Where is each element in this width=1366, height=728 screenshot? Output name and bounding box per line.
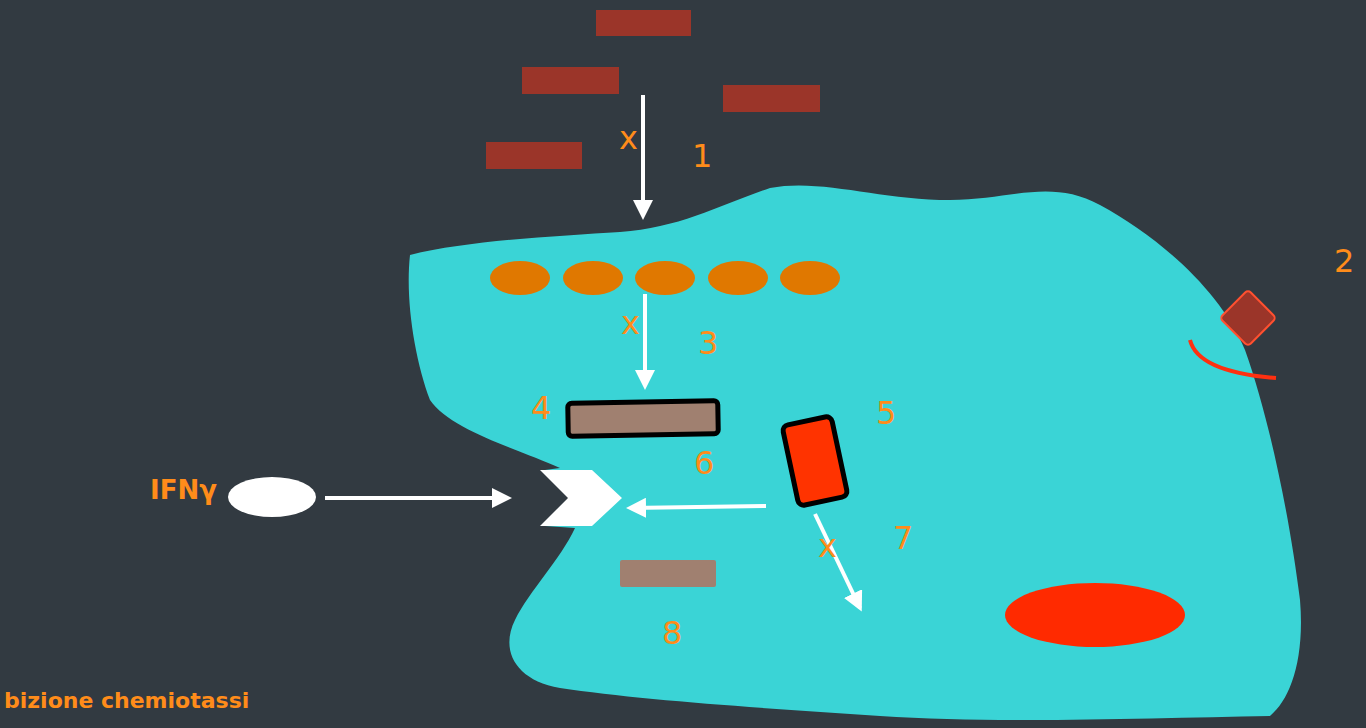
molecule-name: IFNγ: [150, 477, 217, 503]
cell-body: [409, 185, 1301, 720]
antigen-block: [723, 85, 820, 112]
antigen-block: [486, 142, 582, 169]
callout-number: 1: [692, 140, 712, 172]
antigen-block: [596, 10, 691, 36]
callout-number: 5: [876, 397, 896, 429]
bound-antigen: [1220, 290, 1277, 347]
membrane-granule: [635, 261, 695, 295]
secretion-arrow: [815, 514, 860, 608]
effect-note: bizione chemiotassi: [4, 690, 249, 712]
block-mark: x: [621, 307, 640, 339]
callout-number: 3: [698, 327, 718, 359]
membrane-granule: [490, 261, 550, 295]
membrane-granule: [708, 261, 768, 295]
callout-number: 4: [531, 392, 551, 424]
callout-number: 7: [893, 522, 913, 554]
block-mark: x: [818, 530, 837, 562]
cytoplasmic-fragment: [620, 560, 716, 587]
processed-antigen: [568, 401, 719, 437]
ifn-arrow: [325, 496, 508, 500]
ifn-receptor: [540, 470, 622, 526]
nucleus: [1005, 583, 1185, 647]
membrane-granule: [780, 261, 840, 295]
membrane-granule: [563, 261, 623, 295]
inhibition-arrow: [630, 506, 766, 508]
callout-number: 2: [1334, 245, 1354, 277]
signal-vesicle: [782, 416, 848, 507]
callout-number: 6: [694, 447, 714, 479]
membrane-receptor: [1190, 340, 1276, 378]
callout-number: 8: [662, 617, 682, 649]
antigen-block: [522, 67, 619, 94]
uptake-arrow: [641, 95, 645, 216]
processing-arrow: [643, 294, 647, 386]
block-mark: x: [619, 122, 638, 154]
ifn-molecule: [228, 477, 316, 517]
